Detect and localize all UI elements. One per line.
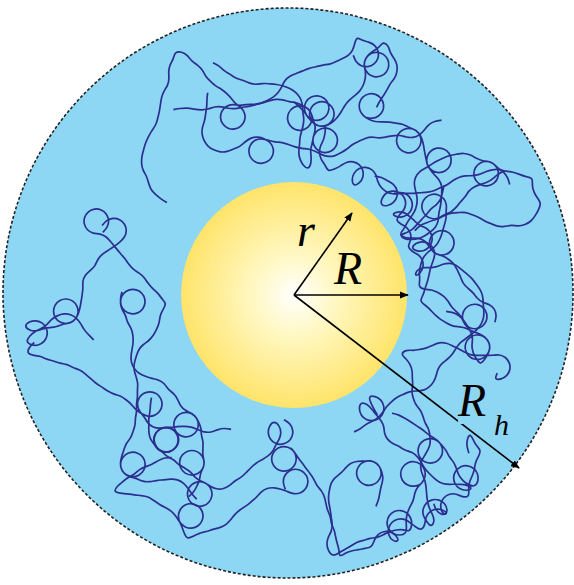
polymer-chain [272, 447, 446, 556]
polymer-chains [26, 38, 540, 555]
radius-symbol: R [458, 378, 486, 424]
polymer-chain [26, 218, 126, 345]
subscript: h [494, 410, 509, 440]
polymer-chain [84, 209, 197, 499]
radius-arrow [294, 295, 519, 468]
radius-symbol: R [334, 246, 362, 292]
polymer-chain [402, 343, 510, 526]
polymer-chain [401, 153, 510, 322]
polymer-chain [28, 343, 231, 453]
radius-arrow [294, 294, 408, 296]
polymer-chain [327, 461, 425, 555]
hydrodynamic-shell [3, 8, 573, 578]
polymer-chain [142, 38, 379, 202]
radius-symbol: r [297, 208, 315, 254]
polymer-chain [173, 63, 337, 168]
polymer-chain [149, 398, 293, 507]
